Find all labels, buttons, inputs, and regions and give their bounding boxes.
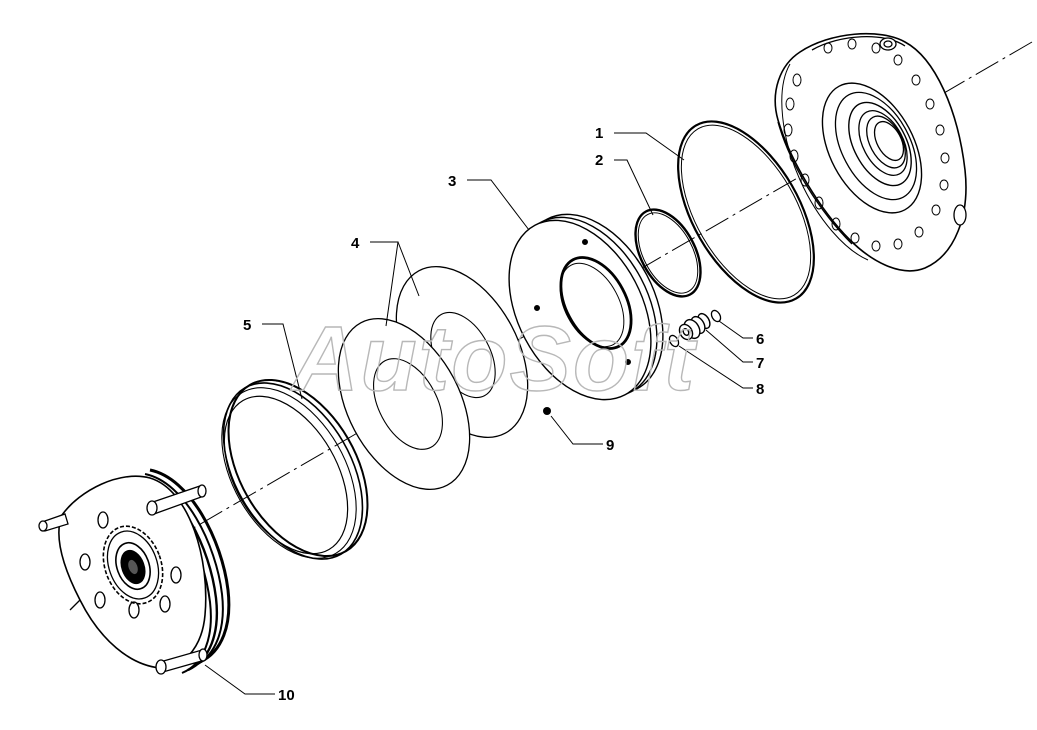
small-seal-8 — [668, 334, 680, 348]
small-ring-6 — [710, 309, 722, 323]
leader-lines — [204, 132, 753, 695]
hub-face-holes — [79, 511, 182, 619]
hub-pins — [38, 484, 208, 675]
leader-6 — [718, 320, 753, 339]
leader-10 — [204, 664, 275, 695]
housing-bore — [821, 82, 923, 214]
callout-3: 3 — [448, 173, 456, 190]
hub-spline — [102, 525, 164, 605]
clutch-hub — [38, 468, 231, 675]
callout-4: 4 — [351, 235, 360, 252]
leader-1 — [614, 132, 685, 161]
housing-part — [774, 32, 967, 272]
callout-9: 9 — [606, 437, 614, 454]
callout-7: 7 — [756, 355, 764, 372]
piston-disc — [508, 213, 664, 401]
ball-9 — [543, 407, 551, 415]
callout-2: 2 — [595, 152, 603, 169]
leader-8 — [678, 345, 753, 389]
watermark: AutoSoft — [290, 308, 698, 410]
leader-2 — [614, 159, 654, 216]
callout-8: 8 — [756, 381, 764, 398]
o-ring-large — [677, 120, 815, 304]
housing-bolt-holes — [783, 38, 950, 252]
leader-3 — [467, 179, 530, 231]
callout-1: 1 — [595, 125, 603, 142]
seal-ring — [221, 378, 369, 560]
friction-discs — [337, 265, 529, 491]
leader-7 — [705, 329, 753, 363]
valve-insert-7 — [678, 312, 711, 341]
leader-4b — [397, 241, 420, 297]
callout-6: 6 — [756, 331, 764, 348]
callout-labels: 1 2 3 4 5 6 7 8 9 10 — [243, 125, 764, 704]
callout-10: 10 — [278, 687, 295, 704]
leader-5 — [262, 323, 303, 400]
callout-5: 5 — [243, 317, 251, 334]
o-ring-small — [634, 208, 702, 298]
leader-9 — [550, 415, 603, 445]
